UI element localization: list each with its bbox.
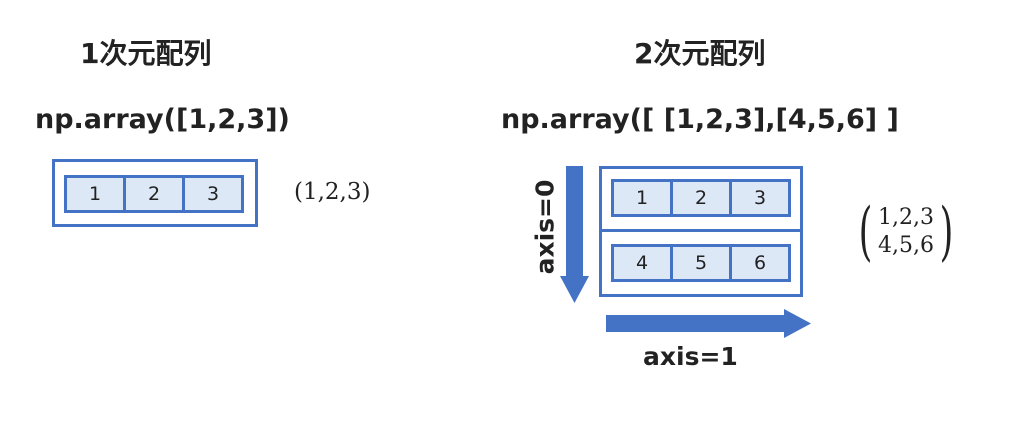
array-2d-cell: 2 [673,182,732,214]
tuple-1d: (1,2,3) [294,179,371,205]
code-1d: np.array([1,2,3]) [35,104,290,135]
matrix-close-paren: ) [939,195,954,269]
row-divider [599,229,803,232]
array-1d-cell: 2 [126,178,185,210]
array-2d-cell: 6 [732,247,788,279]
array-1d-cell: 3 [185,178,241,210]
array-1d-cell: 1 [67,178,126,210]
array-2d-cell: 1 [614,182,673,214]
arrow-down-icon [560,166,589,303]
title-1d: 1次元配列 [80,37,212,70]
matrix-row: 1,2,3 [877,205,934,230]
matrix-open-paren: ( [858,195,873,269]
array-2d-cell: 5 [673,247,732,279]
code-2d: np.array([ [1,2,3],[4,5,6] ] [501,104,899,135]
array-2d-row-2: 4 5 6 [611,244,791,282]
axis1-label: axis=1 [643,342,738,371]
array-2d-cell: 3 [732,182,788,214]
axis0-label: axis=0 [530,179,560,275]
arrow-right-icon [606,309,811,338]
matrix-2d: ( 1,2,3 4,5,6 ) [853,200,959,264]
array-2d-cell: 4 [614,247,673,279]
title-2d: 2次元配列 [634,37,766,70]
matrix-row: 4,5,6 [877,233,934,258]
array-1d-row: 1 2 3 [64,175,244,213]
array-2d-row-1: 1 2 3 [611,179,791,217]
